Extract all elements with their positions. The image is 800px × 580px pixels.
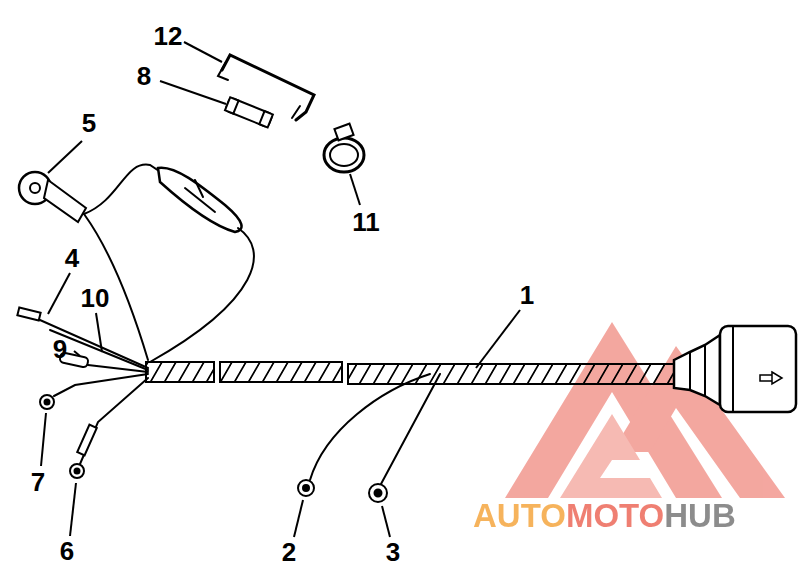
callout-number: 5 xyxy=(82,110,96,136)
callout-number: 8 xyxy=(137,63,151,89)
callout-number: 3 xyxy=(386,539,400,565)
callout-number: 11 xyxy=(352,209,380,235)
callout-number: 6 xyxy=(60,538,74,564)
callout-number: 1 xyxy=(520,282,534,308)
watermark-text: AUTOMOTOHUB xyxy=(473,499,736,532)
callout-number: 2 xyxy=(282,539,296,565)
callout-number: 10 xyxy=(81,285,110,311)
callout-number: 4 xyxy=(65,245,79,271)
callout-number: 9 xyxy=(53,336,67,362)
leader-lines xyxy=(41,42,520,537)
callout-number: 12 xyxy=(154,23,183,49)
callout-number: 7 xyxy=(31,469,45,495)
wires xyxy=(17,55,796,502)
